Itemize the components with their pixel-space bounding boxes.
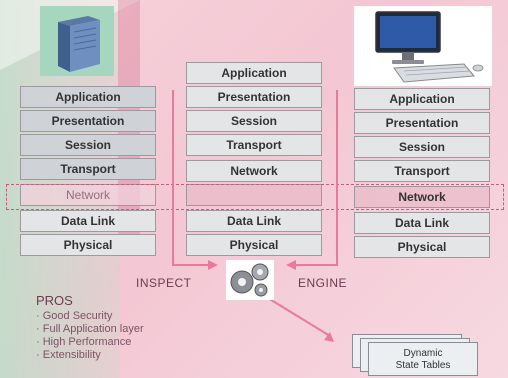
middle-layer-application: Application <box>186 62 322 84</box>
pros-item: · Good Security <box>36 310 113 322</box>
right-layer-session: Session <box>354 136 490 158</box>
pros-item: · Full Application layer <box>36 323 144 335</box>
right-layer-network: Network <box>354 186 490 208</box>
left-layer-application: Application <box>20 86 156 108</box>
left-layer-physical: Physical <box>20 234 156 256</box>
pros-item: · High Performance <box>36 336 132 348</box>
left-layer-presentation: Presentation <box>20 110 156 132</box>
right-layer-physical: Physical <box>354 236 490 258</box>
left-layer-network: Network <box>20 184 156 206</box>
left-link-bottom <box>172 264 208 266</box>
right-link-bottom <box>296 264 338 266</box>
left-layer-session: Session <box>20 134 156 156</box>
right-osi-stack: Application Presentation Session Transpo… <box>354 88 490 262</box>
right-layer-presentation: Presentation <box>354 112 490 134</box>
inspect-label: INSPECT <box>136 276 192 290</box>
left-link-vertical <box>172 90 174 266</box>
middle-layer-network: Network <box>186 160 322 182</box>
middle-layer-session: Session <box>186 110 322 132</box>
left-layer-transport: Transport <box>20 158 156 180</box>
right-layer-application: Application <box>354 88 490 110</box>
middle-layer-data-link: Data Link <box>186 210 322 232</box>
table-card-front: Dynamic State Tables <box>368 342 478 376</box>
middle-layer-transport: Transport <box>186 134 322 156</box>
middle-osi-stack: Application Presentation Session Transpo… <box>186 60 322 260</box>
left-osi-stack: Application Presentation Session Transpo… <box>20 86 156 260</box>
engine-label: ENGINE <box>298 276 348 290</box>
middle-layer-presentation: Presentation <box>186 86 322 108</box>
pros-title: PROS <box>36 293 73 308</box>
server-icon <box>40 6 114 76</box>
pros-item: · Extensibility <box>36 349 101 361</box>
gears-icon <box>226 260 274 300</box>
right-layer-data-link: Data Link <box>354 212 490 234</box>
tables-label: Dynamic State Tables <box>395 348 451 371</box>
middle-layer-physical: Physical <box>186 234 322 256</box>
desktop-computer-icon <box>354 6 492 86</box>
network-layer-band <box>6 184 504 210</box>
pros-list: PROS · Good Security · Full Application … <box>36 293 144 361</box>
left-layer-data-link: Data Link <box>20 210 156 232</box>
right-link-vertical <box>336 90 338 266</box>
right-layer-transport: Transport <box>354 160 490 182</box>
